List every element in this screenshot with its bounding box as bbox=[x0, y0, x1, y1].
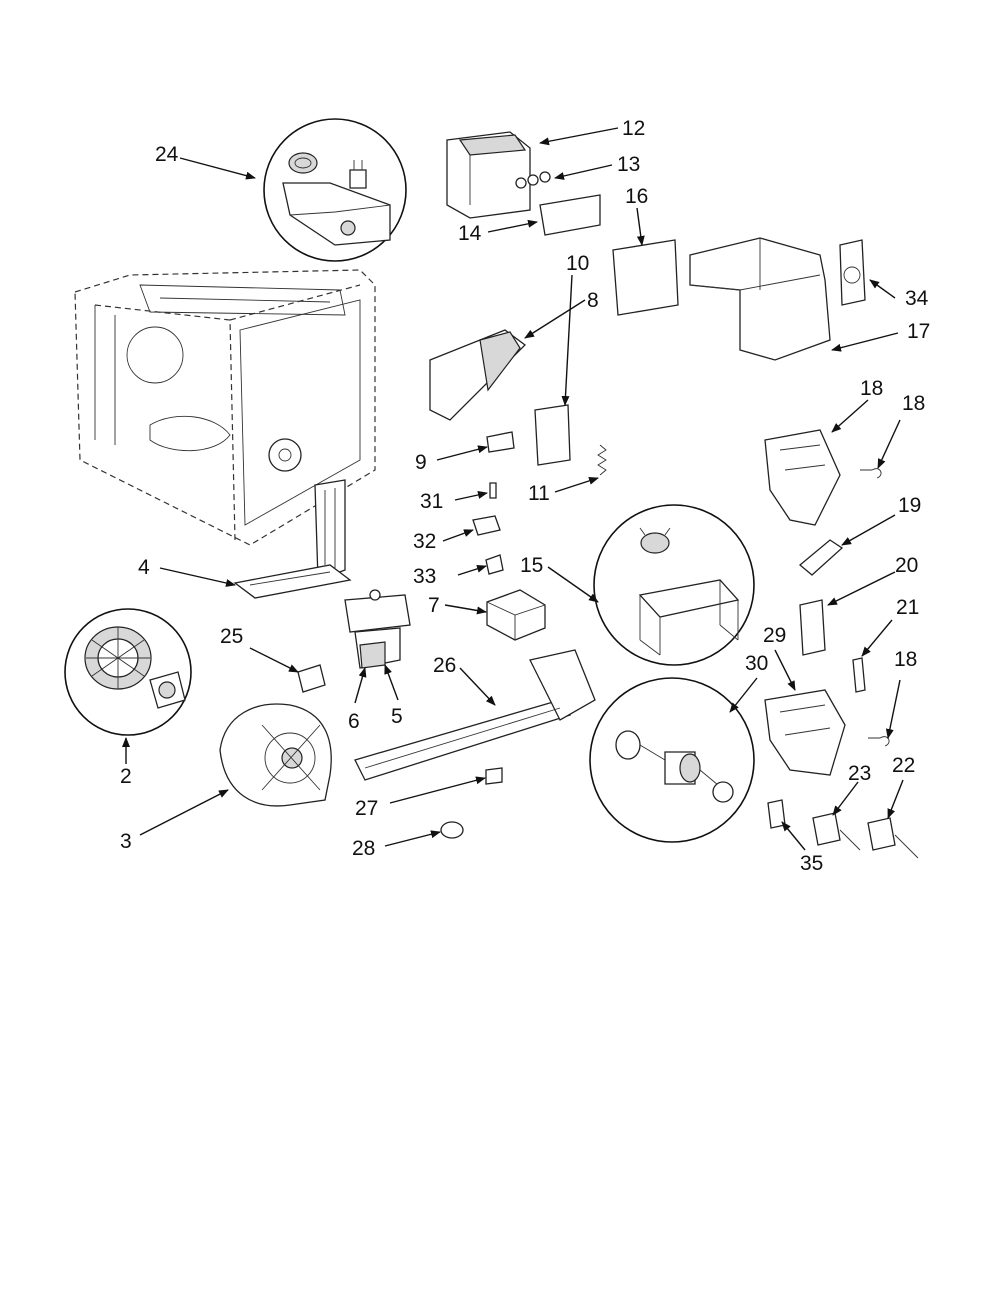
part-10-spring bbox=[597, 444, 607, 476]
callout-6: 7 bbox=[428, 594, 440, 617]
part-23-switch bbox=[812, 812, 861, 851]
part-35-clip bbox=[767, 799, 786, 829]
part-34-latch bbox=[839, 239, 866, 306]
callout-15: 16 bbox=[625, 185, 648, 208]
callout-5: 6 bbox=[348, 710, 360, 733]
part-9-plate bbox=[534, 404, 571, 466]
callout-18-upper: 18 bbox=[902, 392, 925, 415]
leader-lines bbox=[122, 127, 904, 851]
callout-28: 28 bbox=[352, 837, 375, 860]
detail-circle-1 bbox=[64, 608, 192, 736]
part-22-switch bbox=[867, 817, 919, 859]
callout-4: 5 bbox=[391, 705, 403, 728]
oven-cavity-assembly bbox=[74, 269, 376, 581]
callout-labels: 12 13 14 16 24 34 17 8 10 9 11 31 32 33 … bbox=[120, 117, 930, 875]
callout-10: 11 bbox=[528, 482, 550, 505]
part-26-waveguide bbox=[354, 649, 596, 781]
callout-3: 4 bbox=[138, 556, 150, 579]
callout-11: 12 bbox=[622, 117, 645, 140]
callout-16: 17 bbox=[907, 320, 930, 343]
callout-23: 23 bbox=[848, 762, 871, 785]
part-21-pin bbox=[852, 657, 866, 693]
callout-25: 25 bbox=[220, 625, 243, 648]
callout-12: 13 bbox=[617, 153, 640, 176]
part-11-bracket bbox=[446, 131, 531, 219]
detail-circle-24 bbox=[263, 118, 407, 262]
callout-8: 9 bbox=[415, 451, 427, 474]
callout-22: 22 bbox=[892, 754, 915, 777]
callout-26: 26 bbox=[433, 654, 456, 677]
callout-27: 27 bbox=[355, 797, 378, 820]
callout-7: 8 bbox=[587, 289, 599, 312]
callout-21: 21 bbox=[896, 596, 919, 619]
part-31-pin bbox=[489, 482, 497, 499]
callout-2: 3 bbox=[120, 830, 132, 853]
part-13-panel bbox=[539, 194, 601, 236]
detail-circle-14 bbox=[593, 504, 755, 666]
part-6-box bbox=[486, 589, 546, 641]
part-15-plate bbox=[612, 239, 679, 316]
callout-31: 31 bbox=[420, 490, 443, 513]
part-18-spring-b bbox=[868, 736, 890, 747]
part-32-plate bbox=[472, 515, 501, 536]
callout-20: 20 bbox=[895, 554, 918, 577]
part-4-5-magnetron bbox=[344, 589, 411, 669]
part-33-clip bbox=[485, 554, 504, 575]
part-2-blower bbox=[219, 703, 332, 807]
part-16-duct bbox=[689, 237, 831, 361]
callout-1: 2 bbox=[120, 765, 132, 788]
callout-9: 10 bbox=[566, 252, 589, 275]
callout-17: 18 bbox=[860, 377, 883, 400]
part-27-clip bbox=[485, 767, 503, 785]
part-20-switch bbox=[799, 599, 826, 656]
detail-circle-30 bbox=[589, 677, 755, 843]
callout-35: 35 bbox=[800, 852, 823, 875]
part-19-switch bbox=[798, 539, 844, 576]
callout-13: 14 bbox=[458, 222, 482, 245]
part-7-panel bbox=[429, 329, 526, 421]
part-3-base bbox=[233, 564, 352, 599]
callout-14: 15 bbox=[520, 554, 543, 577]
part-18-spring-a bbox=[860, 468, 882, 479]
part-25-bracket bbox=[297, 664, 326, 693]
callout-32: 32 bbox=[413, 530, 436, 553]
callout-19: 19 bbox=[898, 494, 921, 517]
part-8-switch bbox=[486, 431, 515, 453]
callout-33: 33 bbox=[413, 565, 436, 588]
part-29-switch-holder bbox=[764, 689, 846, 776]
part-28-clip bbox=[440, 821, 464, 839]
callout-29: 29 bbox=[763, 624, 786, 647]
callout-24: 24 bbox=[155, 143, 179, 166]
callout-18-lower: 18 bbox=[894, 648, 917, 671]
part-12-screws bbox=[515, 171, 551, 189]
callout-30: 30 bbox=[745, 652, 768, 675]
callout-34: 34 bbox=[905, 287, 929, 310]
part-17-switch-holder bbox=[764, 429, 841, 526]
